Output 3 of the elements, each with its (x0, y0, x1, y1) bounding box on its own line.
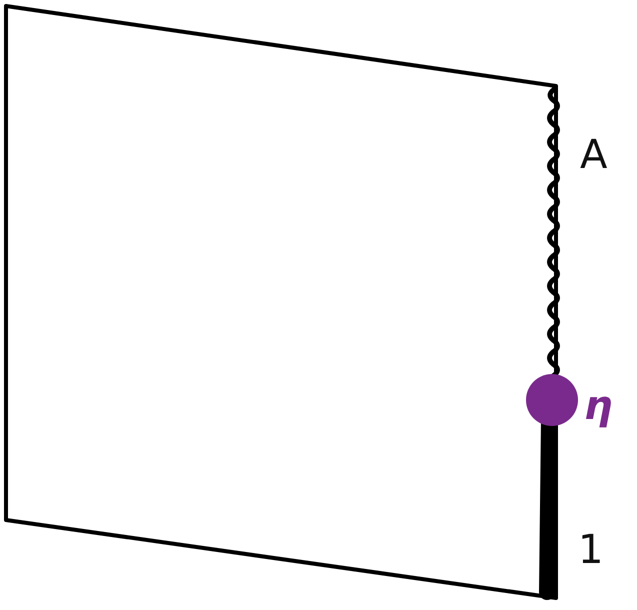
line-label: 1 (578, 530, 604, 570)
field-label: A (580, 135, 608, 175)
coupling-label: η (584, 386, 612, 426)
